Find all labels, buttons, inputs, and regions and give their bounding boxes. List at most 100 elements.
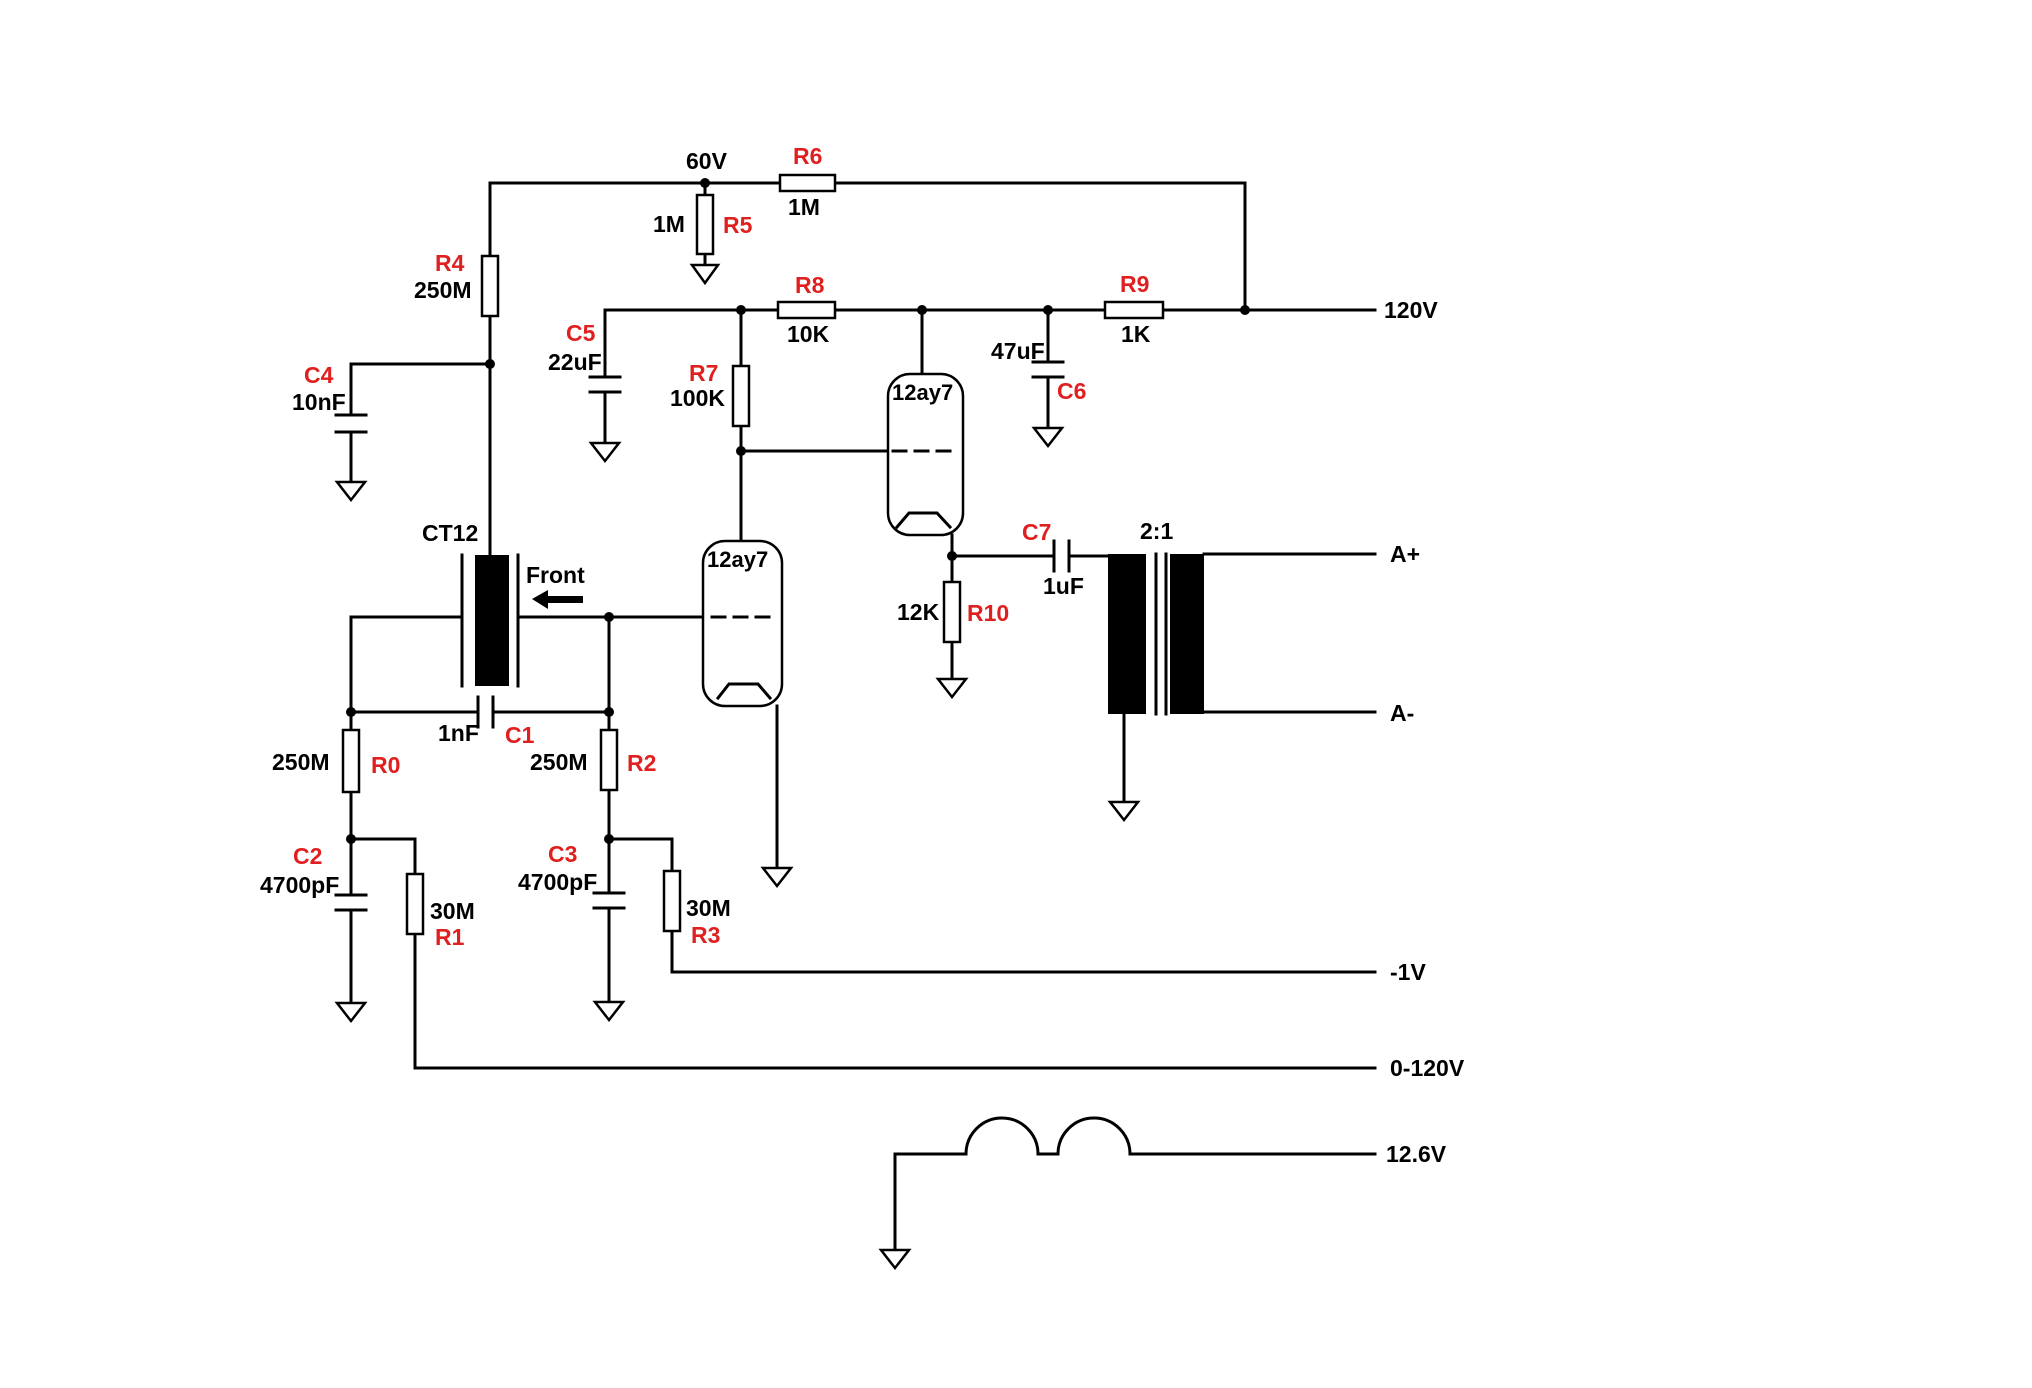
transformer-core-icon — [1108, 554, 1146, 714]
capacitor-c6 — [1031, 360, 1065, 379]
r9-value: 1K — [1121, 321, 1151, 347]
r6-value: 1M — [788, 194, 820, 220]
labels: 60V 120V A+ A- -1V 0-120V 12.6V R6 1M 1M… — [260, 143, 1465, 1167]
c7-ref: C7 — [1022, 519, 1051, 545]
resistor-r3 — [662, 869, 682, 933]
r7-ref: R7 — [689, 360, 718, 386]
c7-value: 1uF — [1043, 573, 1084, 599]
resistor-r5 — [695, 193, 715, 256]
resistor-r0 — [341, 728, 361, 794]
r8-ref: R8 — [795, 272, 825, 298]
r8-value: 10K — [787, 321, 830, 347]
resistor-r6 — [778, 173, 837, 193]
c1-value: 1nF — [438, 720, 479, 746]
r6-ref: R6 — [793, 143, 822, 169]
ground-icon — [1107, 800, 1141, 823]
transformer-ratio: 2:1 — [1140, 518, 1173, 544]
capacitor-c5 — [588, 375, 622, 394]
c3-value: 4700pF — [518, 869, 597, 895]
r5-value: 1M — [653, 211, 685, 237]
junction-dot — [1043, 305, 1053, 315]
capacitor-c2 — [334, 893, 368, 912]
wires — [349, 181, 1377, 1252]
ground-icon — [592, 1000, 626, 1023]
c6-ref: C6 — [1057, 378, 1086, 404]
c6-value: 47uF — [991, 338, 1045, 364]
tube-v1-label: 12ay7 — [707, 547, 768, 572]
junction-dot — [604, 834, 614, 844]
resistor-r9 — [1103, 300, 1165, 320]
c2-ref: C2 — [293, 843, 322, 869]
r10-ref: R10 — [967, 600, 1009, 626]
arrow-left-icon — [532, 590, 583, 609]
c1-ref: C1 — [505, 722, 535, 748]
junction-dot — [604, 707, 614, 717]
junction-dot — [1240, 305, 1250, 315]
r3-ref: R3 — [691, 922, 720, 948]
junction-dot — [485, 359, 495, 369]
capsule-front-label: Front — [526, 562, 585, 588]
resistor-r2 — [599, 728, 619, 792]
r0-value: 250M — [272, 749, 330, 775]
ground-icon — [689, 263, 721, 286]
r10-value: 12K — [897, 599, 940, 625]
junction-dot — [346, 834, 356, 844]
ground-icon — [334, 1001, 368, 1024]
c2-value: 4700pF — [260, 872, 339, 898]
rail-120v-label: 120V — [1384, 297, 1438, 323]
ground-icon — [760, 866, 794, 889]
junction-dot — [736, 446, 746, 456]
r0-ref: R0 — [371, 752, 400, 778]
junction-dot — [947, 551, 957, 561]
resistor-r1 — [405, 872, 425, 936]
tube-v2-label: 12ay7 — [892, 380, 953, 405]
capacitor-c7 — [1052, 539, 1071, 573]
r7-value: 100K — [670, 385, 725, 411]
ground-icon — [935, 677, 969, 700]
resistor-r4 — [480, 254, 500, 318]
c5-ref: C5 — [566, 320, 596, 346]
r9-ref: R9 — [1120, 271, 1149, 297]
resistor-r10 — [942, 580, 962, 644]
r5-ref: R5 — [723, 212, 753, 238]
capacitor-c1 — [476, 695, 495, 729]
c3-ref: C3 — [548, 841, 577, 867]
output-a-plus-label: A+ — [1390, 541, 1420, 567]
junction-dot — [346, 707, 356, 717]
rail-60v-label: 60V — [686, 148, 728, 174]
capsule-ct12 — [460, 553, 583, 688]
c4-ref: C4 — [304, 362, 334, 388]
junction-dot — [700, 178, 710, 188]
resistor-r8 — [776, 300, 837, 320]
r1-ref: R1 — [435, 924, 465, 950]
r2-value: 250M — [530, 749, 588, 775]
junction-dot — [917, 305, 927, 315]
ground-icon — [334, 480, 368, 503]
rail-12-6v-label: 12.6V — [1386, 1141, 1447, 1167]
resistor-r7 — [731, 364, 751, 428]
rail-0-120v-label: 0-120V — [1390, 1055, 1465, 1081]
rail-neg1v-label: -1V — [1390, 959, 1426, 985]
output-transformer — [1108, 552, 1204, 716]
tube-v1: 12ay7 — [701, 539, 784, 708]
junctions — [346, 178, 1250, 844]
r2-ref: R2 — [627, 750, 656, 776]
capsule-ref: CT12 — [422, 520, 478, 546]
ground-icon — [588, 441, 622, 464]
grounds — [334, 263, 1141, 1271]
capacitor-c4 — [334, 413, 368, 434]
c5-value: 22uF — [548, 349, 602, 375]
heater-coil-icon — [964, 1116, 1132, 1156]
r4-value: 250M — [414, 277, 472, 303]
r1-value: 30M — [430, 898, 475, 924]
c4-value: 10nF — [292, 389, 346, 415]
capacitors — [334, 360, 1071, 912]
resistors — [341, 173, 1165, 936]
capacitor-c3 — [592, 891, 626, 910]
ground-icon — [1031, 426, 1065, 449]
junction-dot — [604, 612, 614, 622]
r3-value: 30M — [686, 895, 731, 921]
output-a-minus-label: A- — [1390, 700, 1414, 726]
junction-dot — [736, 305, 746, 315]
